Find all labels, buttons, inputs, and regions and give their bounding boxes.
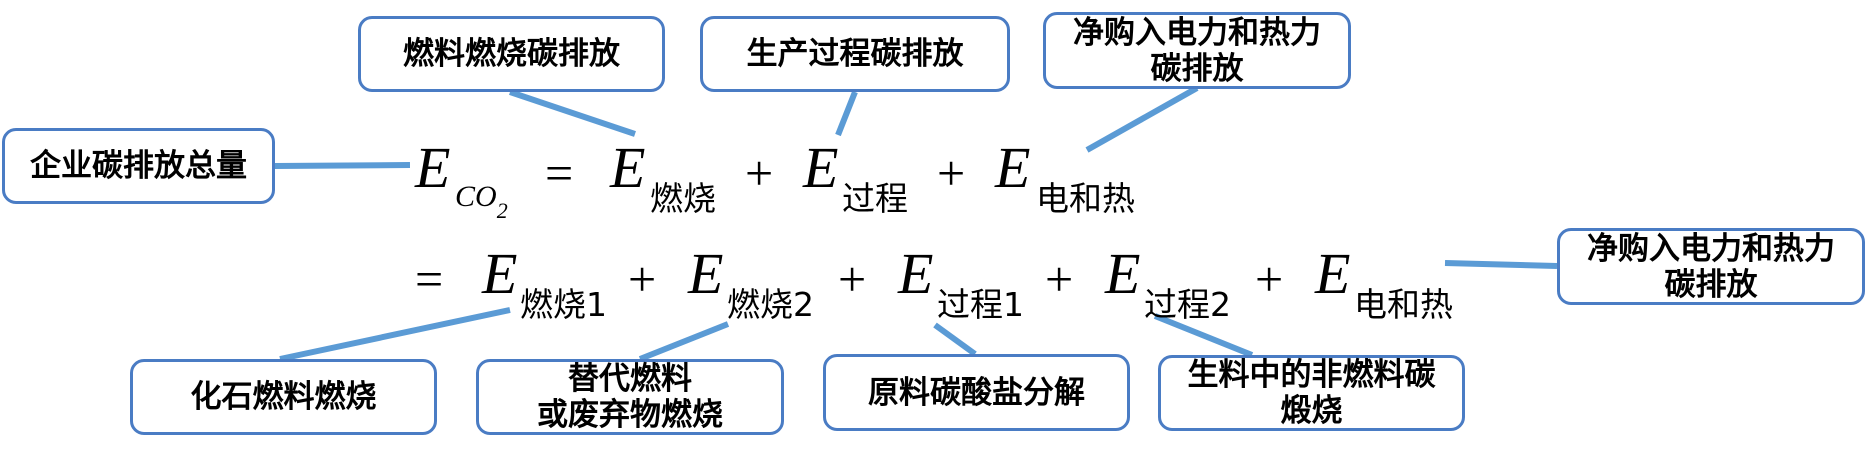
label-total-emission: 企业碳排放总量 bbox=[2, 128, 275, 204]
subscript-combustion: 燃烧 bbox=[650, 179, 716, 218]
label-fossil-fuel-combustion: 化石燃料燃烧 bbox=[130, 359, 437, 435]
plus-sign-6: + bbox=[1255, 251, 1284, 307]
connector-electricity-heat-top bbox=[1085, 85, 1199, 153]
subscript-co2-text: CO bbox=[455, 180, 497, 213]
symbol-E-combustion-1: E bbox=[482, 241, 518, 306]
connector-combustion bbox=[509, 89, 636, 137]
subscript-process-2: 过程2 bbox=[1144, 285, 1231, 324]
equals-sign-1: = bbox=[545, 145, 574, 201]
plus-sign-1: + bbox=[745, 145, 774, 201]
subscript-electricity-heat: 电和热 bbox=[1036, 179, 1135, 218]
symbol-E-total: E bbox=[415, 135, 451, 200]
subscript-process-1: 过程1 bbox=[937, 285, 1024, 324]
subscript-electricity-heat-2: 电和热 bbox=[1354, 285, 1453, 324]
connector-carbonate bbox=[933, 322, 977, 357]
label-combustion-emission: 燃料燃烧碳排放 bbox=[358, 16, 665, 92]
plus-sign-4: + bbox=[838, 251, 867, 307]
connector-fossil-fuel bbox=[279, 307, 511, 362]
connector-alt-fuel bbox=[638, 321, 730, 362]
label-raw-material-carbonate-decomposition: 原料碳酸盐分解 bbox=[823, 354, 1130, 431]
symbol-E-electricity-heat: E bbox=[995, 135, 1031, 200]
connector-electricity-heat-right bbox=[1444, 260, 1558, 269]
label-electricity-heat-emission-right: 净购入电力和热力 碳排放 bbox=[1557, 228, 1865, 305]
connector-total bbox=[274, 162, 411, 169]
symbol-E-process: E bbox=[803, 135, 839, 200]
subscript-co2-digit: 2 bbox=[496, 198, 508, 223]
label-electricity-heat-emission-top: 净购入电力和热力 碳排放 bbox=[1043, 12, 1351, 89]
label-alternative-fuel-waste-combustion: 替代燃料 或废弃物燃烧 bbox=[476, 359, 784, 435]
subscript-combustion-2: 燃烧2 bbox=[727, 285, 814, 324]
symbol-E-electricity-heat-2: E bbox=[1315, 241, 1351, 306]
symbol-E-combustion: E bbox=[610, 135, 646, 200]
symbol-E-process-1: E bbox=[898, 241, 934, 306]
label-raw-meal-non-fuel-carbon-calcination: 生料中的非燃料碳 煅烧 bbox=[1158, 355, 1465, 431]
subscript-process: 过程 bbox=[842, 179, 908, 218]
label-process-emission: 生产过程碳排放 bbox=[700, 16, 1010, 92]
connector-process bbox=[835, 90, 858, 137]
plus-sign-5: + bbox=[1045, 251, 1074, 307]
plus-sign-3: + bbox=[628, 251, 657, 307]
equals-sign-2: = bbox=[415, 251, 444, 307]
symbol-E-process-2: E bbox=[1105, 241, 1141, 306]
subscript-co2: CO2 bbox=[455, 180, 508, 223]
subscript-combustion-1: 燃烧1 bbox=[520, 285, 607, 324]
symbol-E-combustion-2: E bbox=[688, 241, 724, 306]
plus-sign-2: + bbox=[937, 145, 966, 201]
